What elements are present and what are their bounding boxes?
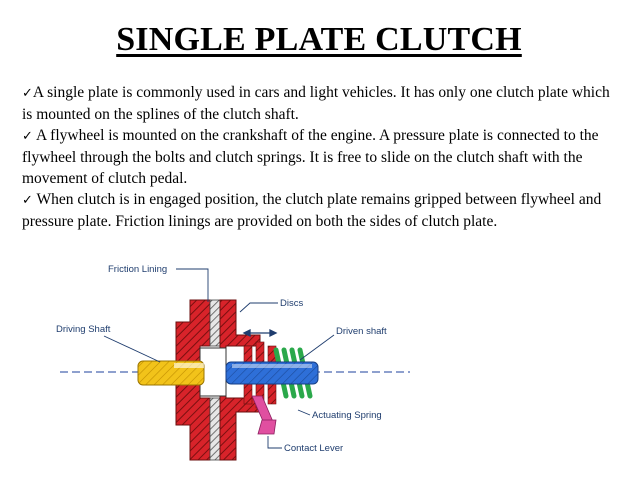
friction-lining-leader — [176, 268, 209, 302]
discs-label: Discs — [280, 298, 303, 309]
check-mark-icon: ✓ — [22, 129, 33, 144]
pressure-plate — [219, 299, 261, 461]
bullet-item: ✓ A flywheel is mounted on the crankshaf… — [22, 125, 622, 189]
bullet-item: ✓A single plate is commonly used in cars… — [22, 82, 622, 125]
check-mark-icon: ✓ — [22, 193, 33, 208]
discs-leader — [239, 302, 278, 313]
movement-arrow-icon — [242, 328, 278, 338]
contact-lever-leader — [267, 436, 282, 449]
driving-shaft-leader — [103, 335, 161, 363]
bullet-text: When clutch is in engaged position, the … — [22, 191, 602, 230]
contact-lever-label: Contact Lever — [284, 443, 343, 454]
driving-shaft — [137, 360, 205, 386]
driven-shaft — [225, 361, 319, 385]
bullet-text: A single plate is commonly used in cars … — [22, 84, 610, 123]
contact-lever — [251, 395, 277, 435]
actuating-spring-leader — [297, 409, 311, 416]
driven-shaft-leader — [299, 334, 335, 361]
driving-shaft-label: Driving Shaft — [56, 324, 111, 335]
clutch-diagram: Friction Lining Discs Driving Shaft Driv… — [56, 264, 410, 461]
check-mark-icon: ✓ — [22, 86, 33, 101]
bullet-item: ✓ When clutch is in engaged position, th… — [22, 189, 622, 232]
bullet-text: A flywheel is mounted on the crankshaft … — [22, 127, 599, 187]
friction-lining-label: Friction Lining — [108, 264, 167, 275]
actuating-spring-label: Actuating Spring — [312, 410, 382, 421]
slide-title: SINGLE PLATE CLUTCH — [116, 21, 522, 58]
driven-shaft-label: Driven shaft — [336, 326, 387, 337]
bullet-list: ✓A single plate is commonly used in cars… — [22, 82, 622, 232]
